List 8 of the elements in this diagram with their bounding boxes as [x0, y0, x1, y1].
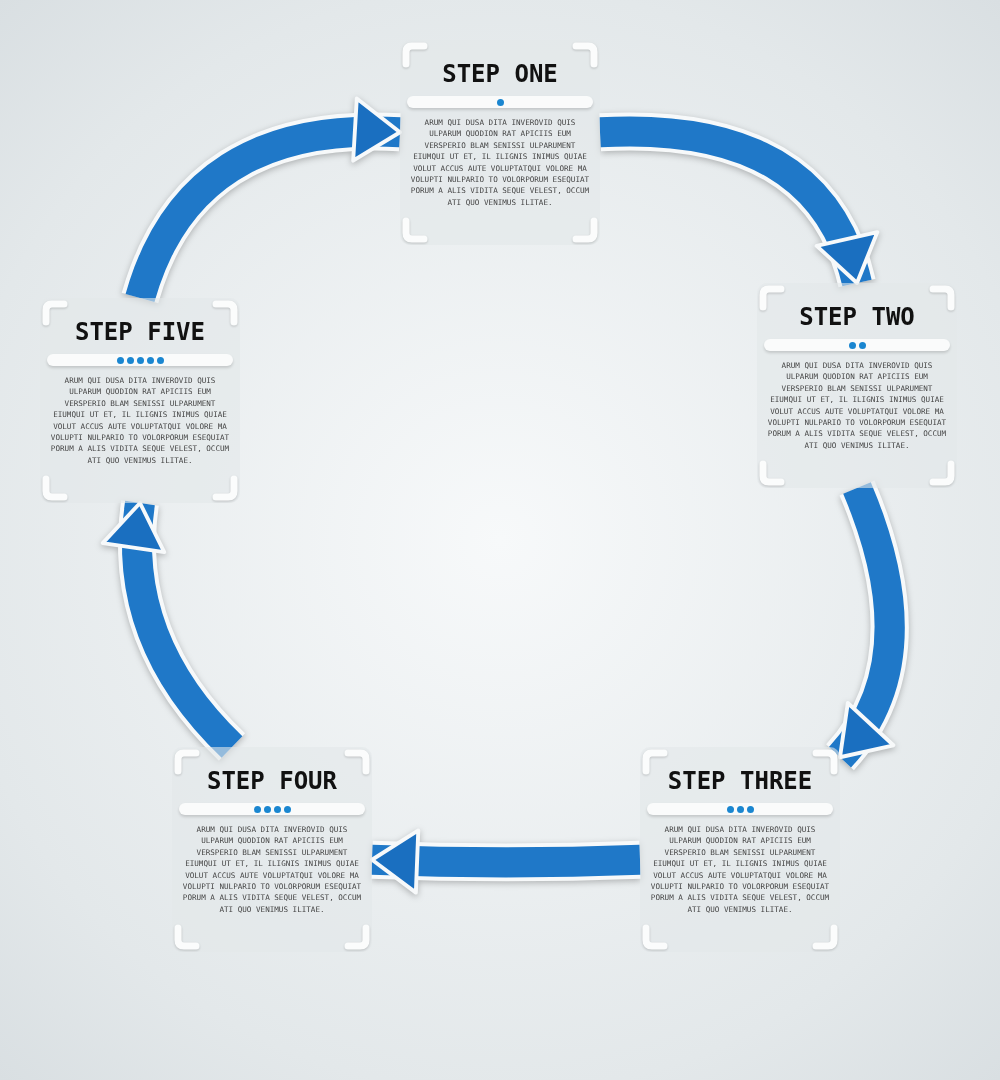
step-title: STEP THREE — [667, 769, 813, 793]
step-card — [400, 40, 600, 245]
step-title: STEP FIVE — [74, 320, 205, 344]
step-title: STEP ONE — [442, 62, 558, 86]
step-title: STEP TWO — [799, 305, 915, 329]
step-card — [757, 283, 957, 488]
step-title: STEP FOUR — [206, 769, 337, 793]
step-card — [40, 298, 240, 503]
